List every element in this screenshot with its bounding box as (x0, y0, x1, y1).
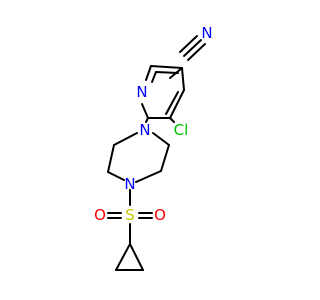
bond-nitrile-2 (179, 35, 198, 53)
bond-dz-n1-a (113, 132, 138, 146)
structure-svg: N N Cl N N S O O (94, 24, 213, 271)
bond-dz-d-n1 (152, 132, 170, 146)
atom-pyridine-n: N (136, 83, 147, 101)
bond-ring-c2-n1 (141, 103, 149, 119)
bond-nitrile-3 (187, 43, 206, 61)
bond-c2-ringN1 (145, 117, 149, 123)
bond-nitrile-1 (183, 39, 202, 57)
atom-oxygen-left: O (94, 206, 106, 224)
atom-diazepane-n4: N (124, 175, 135, 193)
atom-oxygen-right: O (154, 206, 166, 224)
atom-nitrile-n: N (201, 24, 212, 42)
bond-ring-c6-c5-inner (155, 71, 179, 74)
atom-diazepane-n1: N (139, 121, 150, 139)
bond-c-cl (169, 117, 175, 123)
bond-cp-1 (115, 243, 131, 271)
bond-dz-a-b (107, 144, 115, 173)
bond-ring-c5-c4 (181, 67, 185, 91)
atom-chlorine: Cl (174, 121, 189, 139)
bond-ring-c4-c3 (169, 89, 185, 119)
bond-ring-c4-c3-inner (165, 91, 179, 115)
bond-dz-b-n4 (107, 171, 125, 181)
bond-ring-n1-c6 (145, 65, 152, 81)
bond-cp-3 (129, 243, 144, 271)
bond-ring-n1-c6-inner (151, 71, 157, 83)
molecule-diagram: N N Cl N N S O O (94, 24, 213, 271)
atom-sulfur: S (125, 206, 135, 224)
bond-dz-n4-c (135, 170, 162, 183)
bond-ring-c6-c5 (150, 65, 183, 69)
bond-dz-c-d (160, 144, 170, 172)
